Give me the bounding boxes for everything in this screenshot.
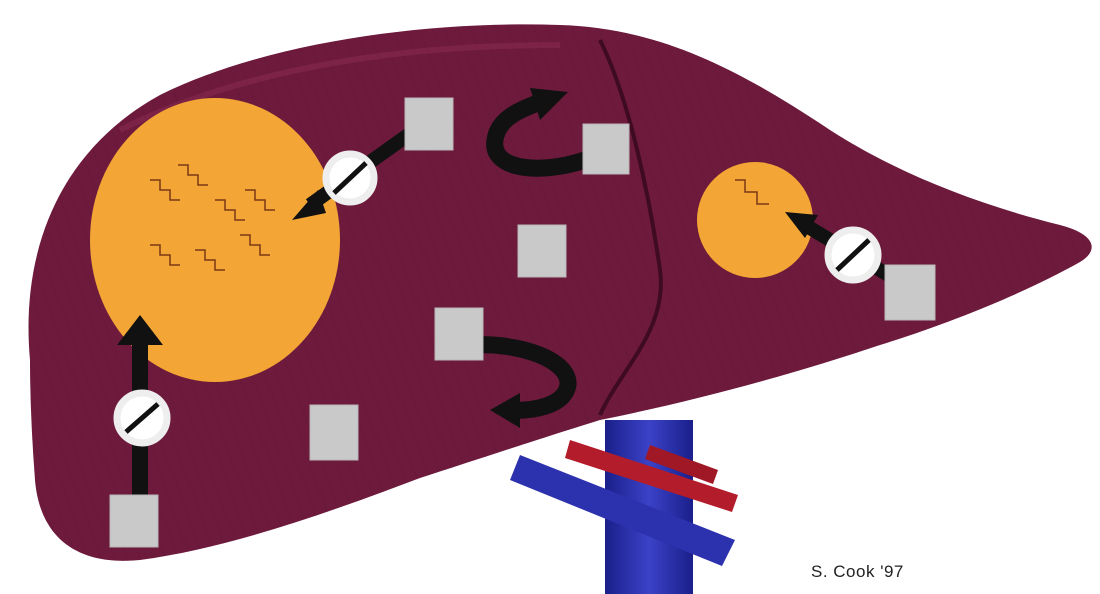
label-placeholder — [110, 495, 158, 547]
label-placeholder — [518, 225, 566, 277]
label-placeholder — [583, 124, 629, 174]
label-placeholder — [310, 405, 358, 460]
blood-vessels — [510, 420, 738, 594]
label-placeholder — [435, 308, 483, 360]
label-placeholder — [405, 98, 453, 150]
artist-credit: S. Cook '97 — [811, 562, 904, 582]
label-placeholder — [885, 265, 935, 320]
